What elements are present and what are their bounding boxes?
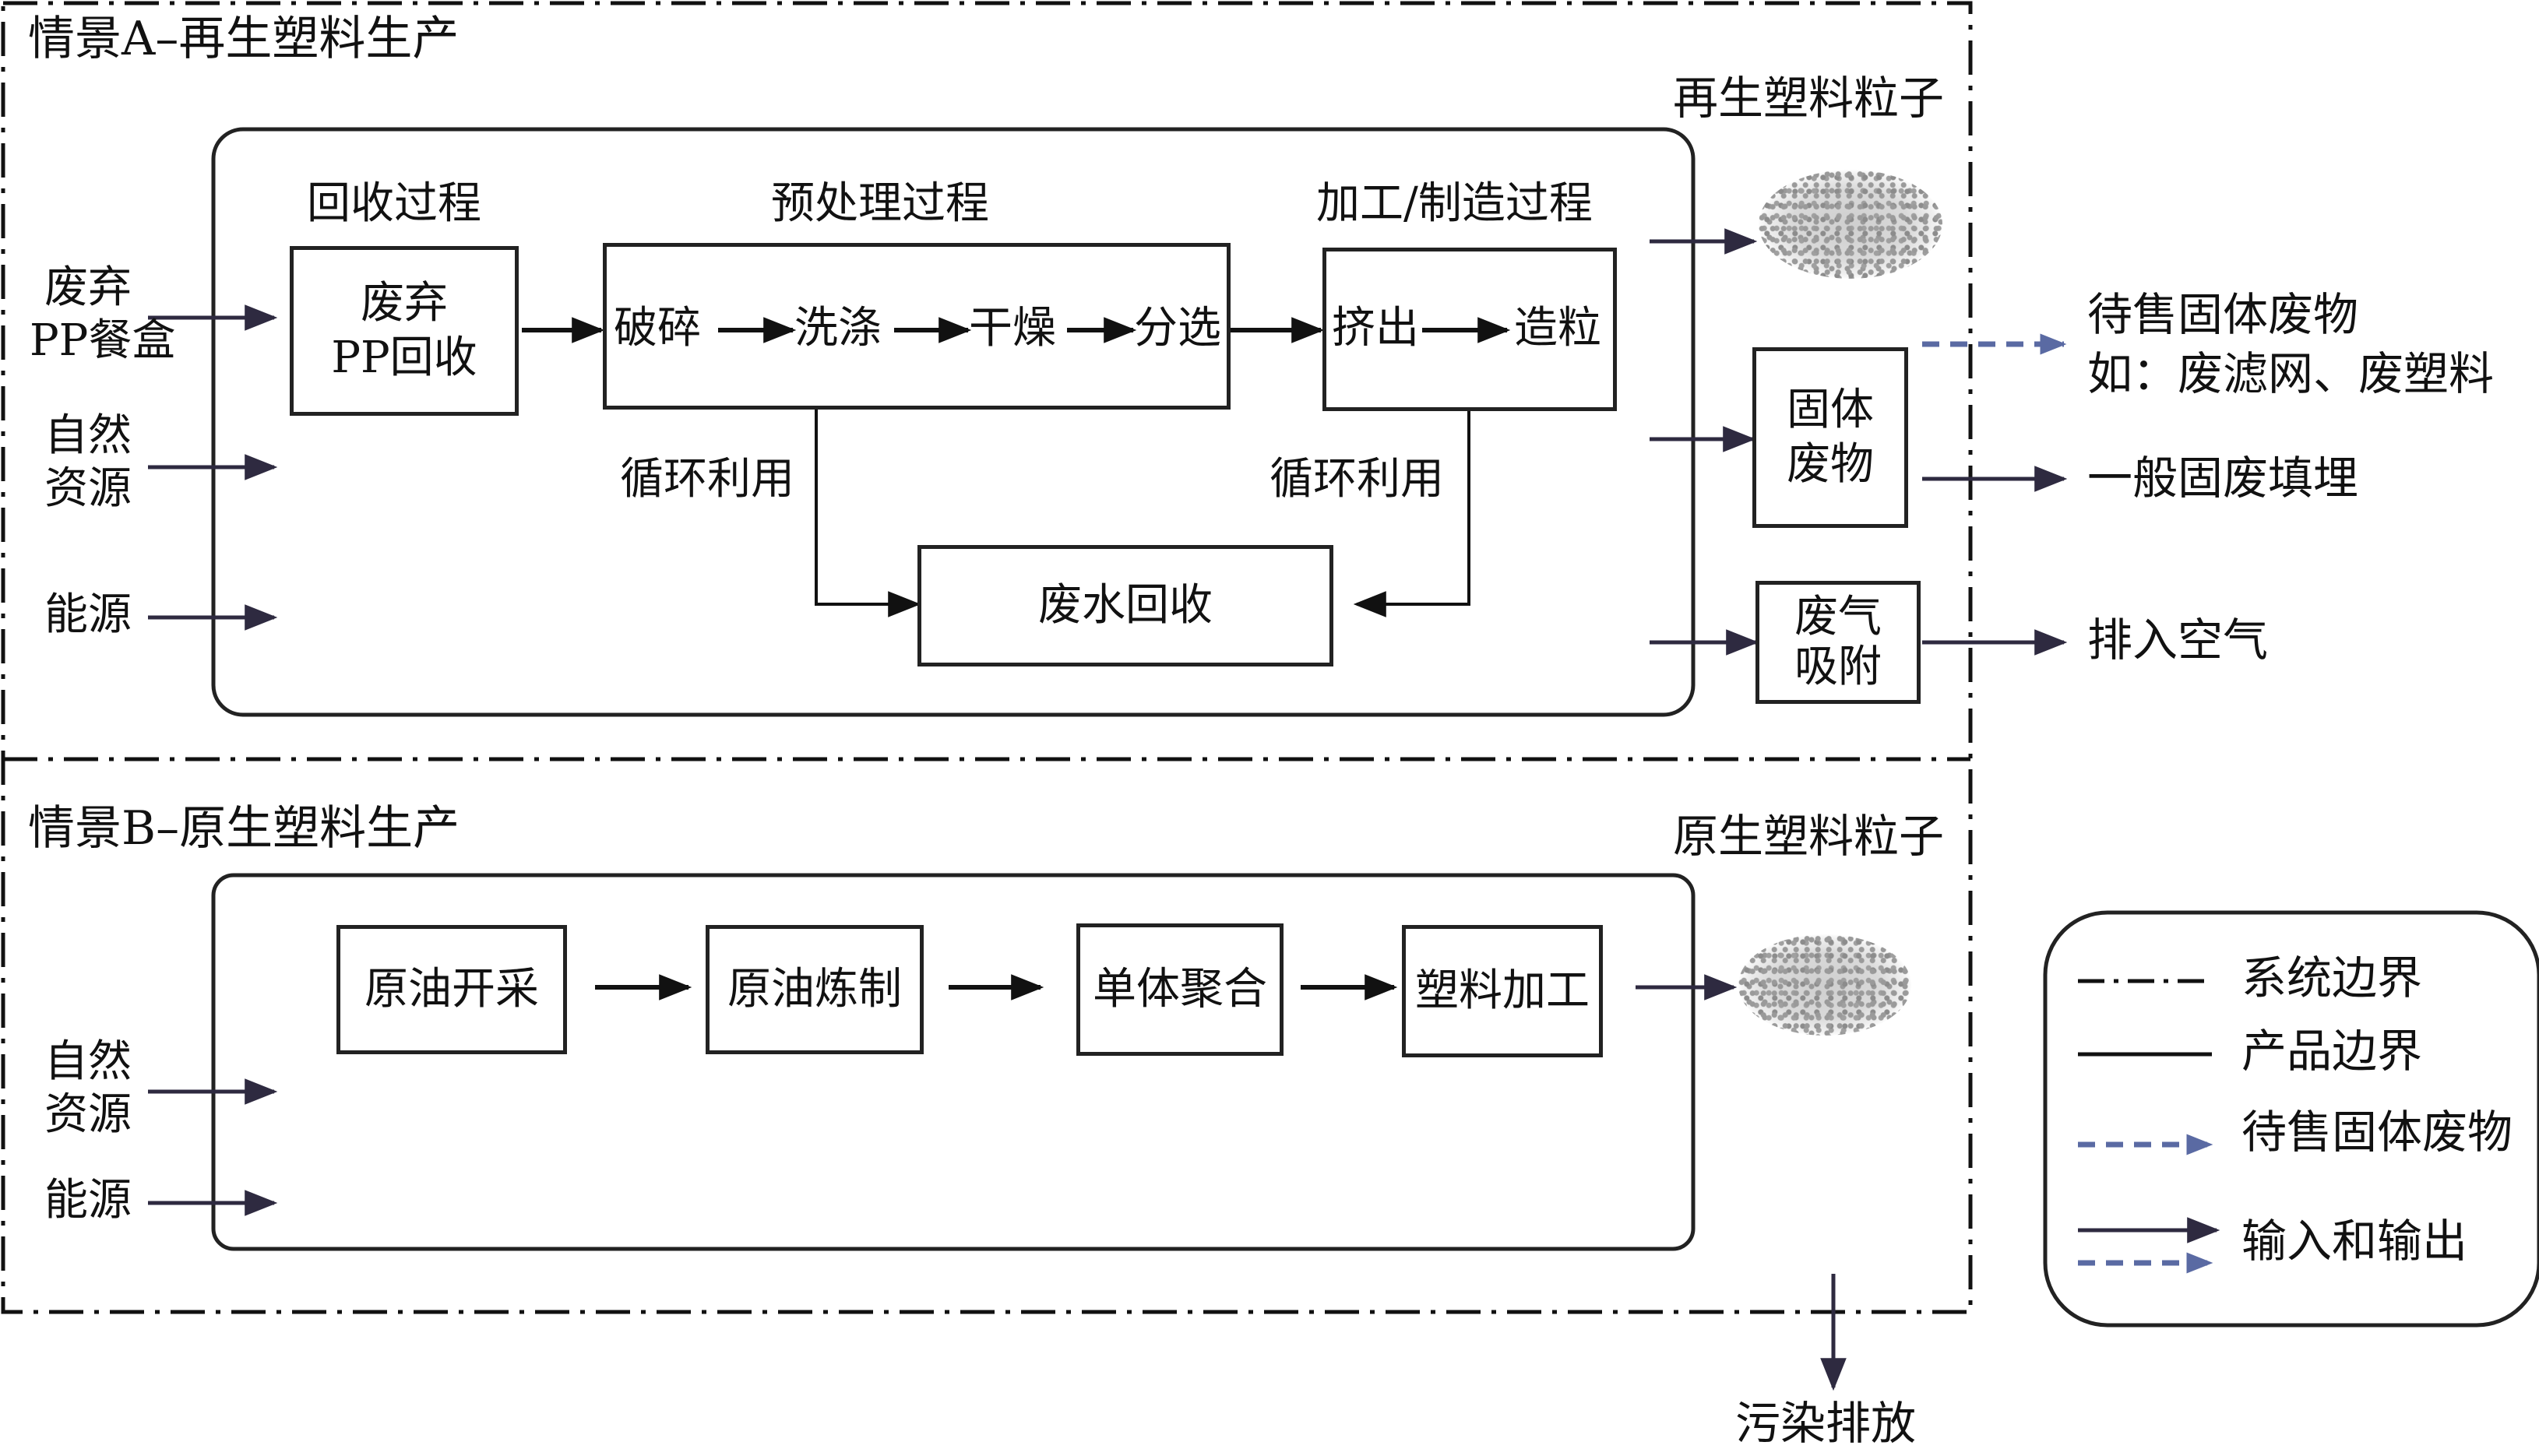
pretreatment-heading: 预处理过程 bbox=[771, 178, 989, 229]
recycle-line-left bbox=[815, 408, 921, 617]
input-energy-a-label: 能源 bbox=[44, 589, 132, 640]
input-natural-resources-b-label: 自然 资源 bbox=[44, 1036, 132, 1140]
pollution-emission-label: 污染排放 bbox=[1735, 1397, 1917, 1450]
air-emission-label: 排入空气 bbox=[2087, 614, 2269, 666]
step-plastic-processing: 塑料加工 bbox=[1402, 925, 1603, 1057]
recovery-heading: 回收过程 bbox=[307, 178, 481, 229]
processing-heading: 加工/制造过程 bbox=[1316, 178, 1593, 229]
step-dry: 干燥 bbox=[969, 303, 1056, 353]
step-crude-extraction: 原油开采 bbox=[336, 925, 567, 1054]
solid-waste-box: 固体 废物 bbox=[1752, 347, 1908, 528]
virgin-pellets-image bbox=[1738, 934, 1911, 1036]
legend-label-product-boundary: 产品边界 bbox=[2241, 1025, 2423, 1078]
recycle-label-right: 循环利用 bbox=[1270, 454, 1444, 505]
processing-box bbox=[1322, 248, 1617, 411]
recycled-pellets-image bbox=[1759, 170, 1942, 279]
step-monomer-polymerization: 单体聚合 bbox=[1076, 923, 1284, 1056]
input-waste-pp-label: 废弃 PP餐盒 bbox=[30, 262, 176, 366]
legend-label-saleable-waste: 待售固体废物 bbox=[2241, 1106, 2513, 1159]
landfill-label: 一般固废填埋 bbox=[2087, 452, 2359, 505]
system-boundary bbox=[1, 1, 1973, 1314]
recycle-label-left: 循环利用 bbox=[620, 454, 794, 505]
step-sort: 分选 bbox=[1134, 303, 1221, 353]
wastewater-recovery-box: 废水回收 bbox=[917, 545, 1333, 666]
legend-label-system-boundary: 系统边界 bbox=[2241, 951, 2423, 1004]
step-extrude: 挤出 bbox=[1332, 303, 1419, 353]
scenario-a-title: 情景A–再生塑料生产 bbox=[28, 12, 460, 66]
saleable-waste-label: 待售固体废物 bbox=[2087, 288, 2359, 341]
input-natural-resources-a-label: 自然 资源 bbox=[44, 410, 132, 514]
step-crude-refining: 原油炼制 bbox=[706, 925, 924, 1054]
step-pelletize: 造粒 bbox=[1514, 303, 1601, 353]
exhaust-adsorption-box: 废气 吸附 bbox=[1755, 581, 1921, 704]
step-crush: 破碎 bbox=[614, 303, 701, 353]
input-energy-b-label: 能源 bbox=[44, 1175, 132, 1226]
recycle-line-right bbox=[1353, 411, 1470, 617]
legend-frame bbox=[2043, 910, 2539, 1328]
recycled-pellets-label: 再生塑料粒子 bbox=[1673, 72, 1945, 125]
step-wash: 洗涤 bbox=[794, 303, 882, 353]
product-boundary-b bbox=[211, 873, 1696, 1251]
virgin-pellets-label: 原生塑料粒子 bbox=[1673, 810, 1945, 863]
recovery-box: 废弃 PP回收 bbox=[290, 246, 519, 416]
legend-label-input-output: 输入和输出 bbox=[2241, 1215, 2468, 1268]
product-boundary-a bbox=[211, 127, 1696, 717]
saleable-waste-examples: 如：废滤网、废塑料 bbox=[2087, 347, 2495, 400]
pretreatment-box bbox=[603, 243, 1231, 410]
scenario-b-title: 情景B–原生塑料生产 bbox=[28, 801, 460, 856]
